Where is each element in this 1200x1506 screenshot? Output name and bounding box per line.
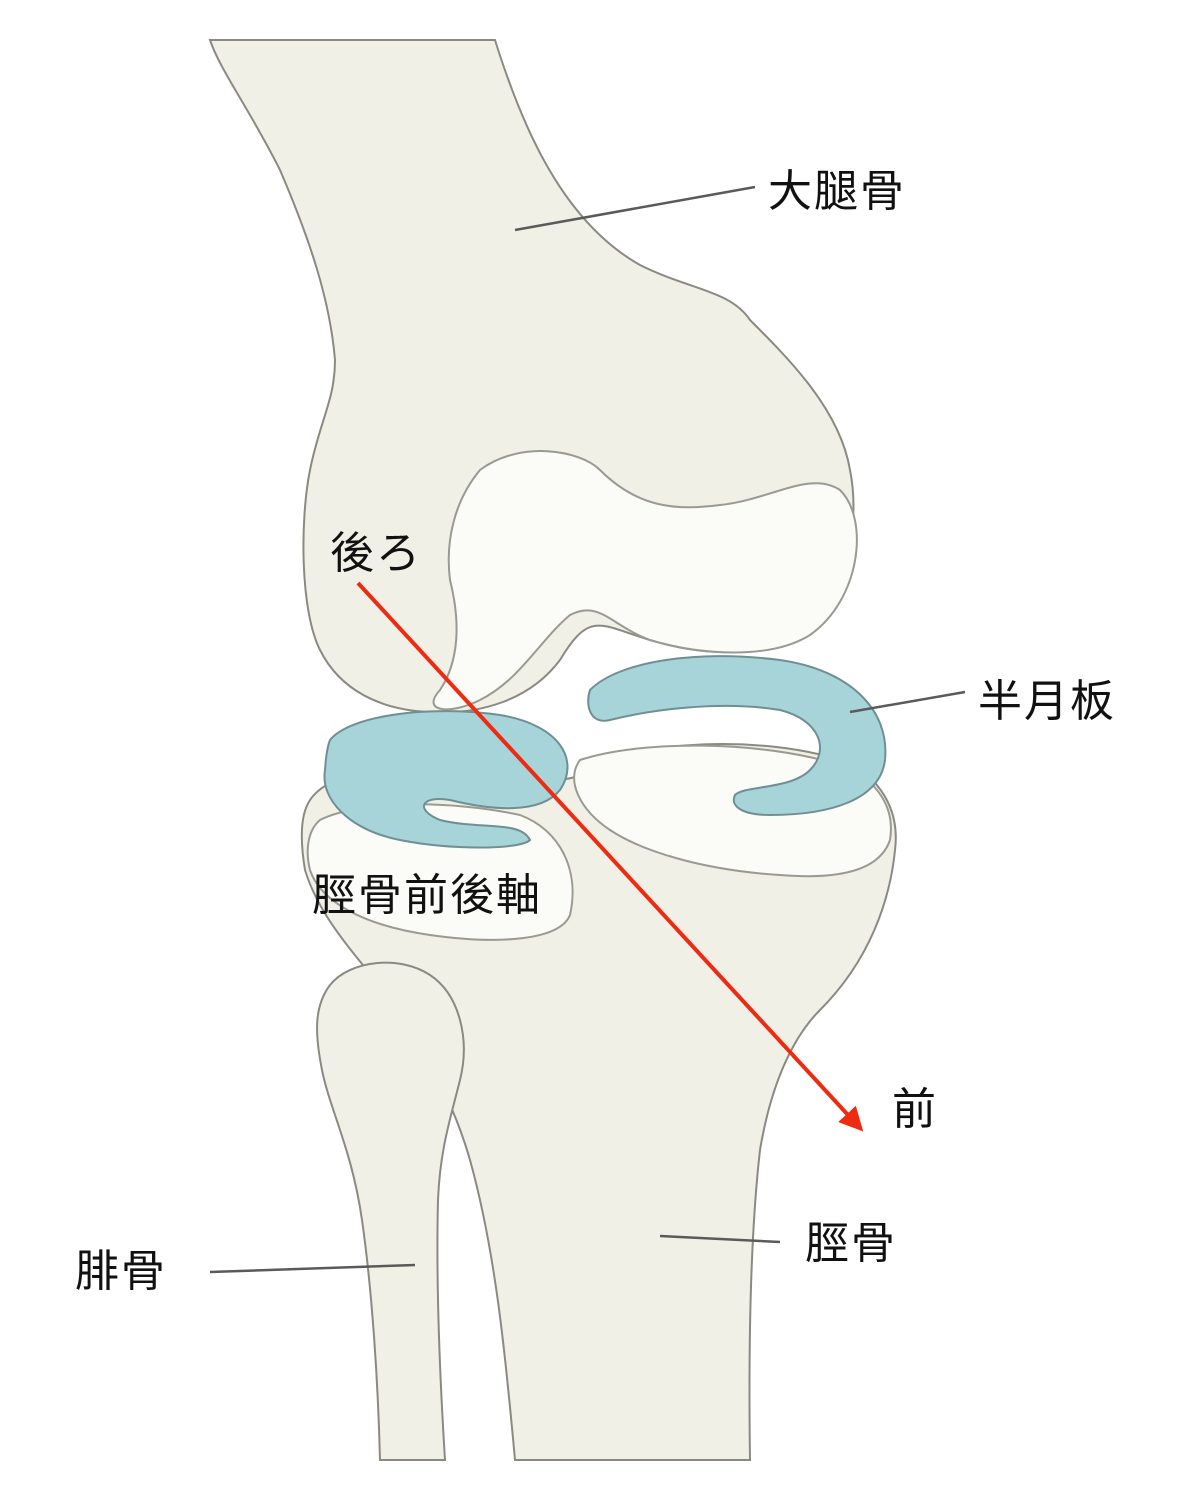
femur-label: 大腿骨: [768, 166, 906, 217]
fibula-bone: [316, 961, 465, 1461]
tibia-leader-line: [659, 1234, 781, 1244]
anterior-label: 前: [892, 1084, 938, 1135]
meniscus-label: 半月板: [978, 676, 1116, 727]
tibia-label: 脛骨: [805, 1218, 897, 1269]
femur-condyle-surface: [432, 450, 858, 711]
meniscus-lateral: [587, 655, 887, 817]
tibial-ap-axis-label: 脛骨前後軸: [312, 870, 542, 921]
fibula-leader-line: [209, 1263, 416, 1274]
meniscus-leader-line: [849, 690, 966, 714]
posterior-label: 後ろ: [330, 528, 422, 579]
femur-leader-line: [514, 185, 756, 232]
tibial-ap-axis-arrow: [356, 581, 864, 1132]
fibula-label: 腓骨: [75, 1246, 167, 1297]
